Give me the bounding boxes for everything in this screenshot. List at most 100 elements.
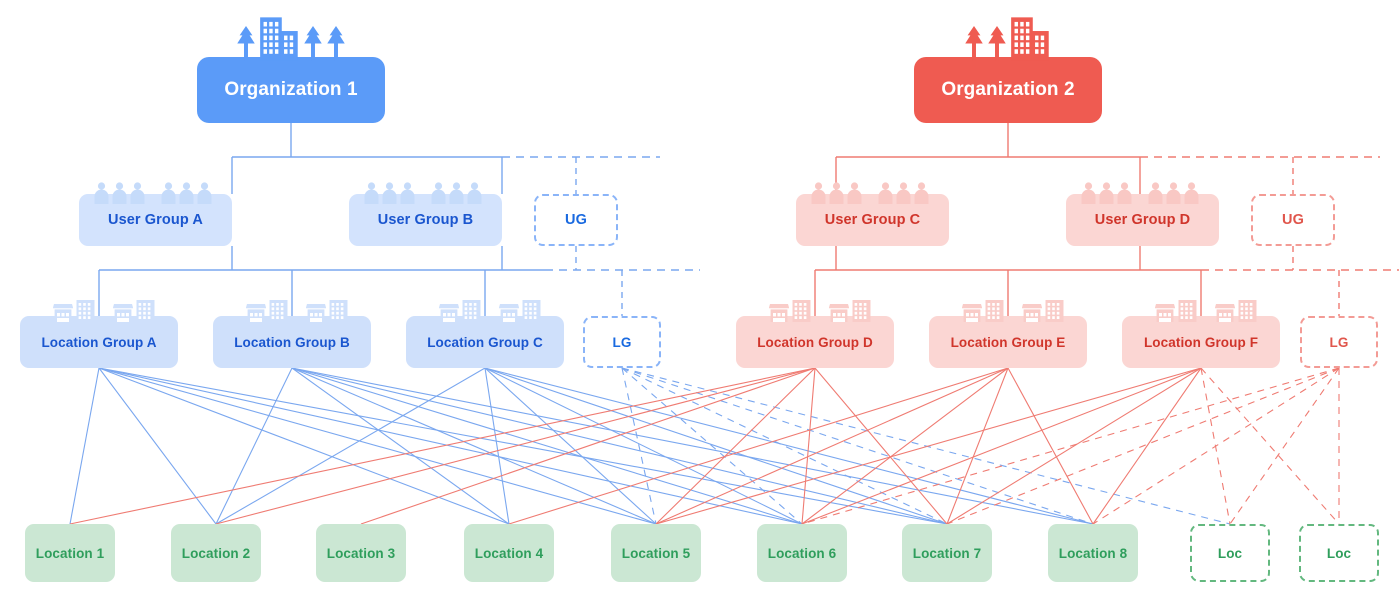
connector-line xyxy=(291,367,803,525)
shop-icon xyxy=(439,304,459,322)
person-icon xyxy=(130,182,144,204)
org-node-1[interactable]: Organization 1 xyxy=(197,57,385,123)
small-building-icon xyxy=(985,300,1004,322)
connector-line xyxy=(801,367,816,525)
user-group-ug-ghost-red[interactable]: UG xyxy=(1251,194,1335,246)
shop-icon xyxy=(1215,304,1235,322)
tree-icon xyxy=(303,26,322,61)
user-group-uga-people-icons xyxy=(94,172,212,204)
location-loc5[interactable]: Location 5 xyxy=(611,524,701,582)
location-loc2[interactable]: Location 2 xyxy=(171,524,261,582)
location-loc3[interactable]: Location 3 xyxy=(316,524,406,582)
connector-line xyxy=(946,367,1202,525)
connector-line xyxy=(215,367,293,525)
tree-icon xyxy=(965,26,983,61)
user-group-ugb-people-icons xyxy=(364,172,482,204)
location-group-lga[interactable]: Location Group A xyxy=(20,316,178,368)
user-group-ug-ghost-blue[interactable]: UG xyxy=(534,194,618,246)
location-group-lgc[interactable]: Location Group C xyxy=(406,316,564,368)
person-icon xyxy=(449,182,463,204)
connector-line xyxy=(1092,367,1202,525)
person-icon xyxy=(1166,182,1180,204)
connector-line xyxy=(814,367,948,525)
shop-icon xyxy=(962,304,982,322)
location-group-lgc-building-icons xyxy=(439,290,541,322)
location-group-lgb[interactable]: Location Group B xyxy=(213,316,371,368)
person-icon xyxy=(1099,182,1113,204)
connector-line xyxy=(484,367,1094,525)
location-group-lga-building-icons xyxy=(53,290,155,322)
connector-line xyxy=(1229,367,1340,525)
connector-line xyxy=(1200,367,1231,525)
connector-line xyxy=(98,367,217,525)
small-building-icon xyxy=(269,300,288,322)
connector-line xyxy=(621,367,1094,525)
location-loc6[interactable]: Location 6 xyxy=(757,524,847,582)
location-group-lgd-building-icons xyxy=(769,290,871,322)
building-icon xyxy=(259,17,298,61)
user-group-ugc-people-icons xyxy=(811,172,929,204)
connector-line xyxy=(801,367,1202,525)
org-node-2[interactable]: Organization 2 xyxy=(914,57,1102,123)
person-icon xyxy=(161,182,175,204)
location-group-lg-ghost-red[interactable]: LG xyxy=(1300,316,1378,368)
connector-line xyxy=(69,367,816,525)
connector-line xyxy=(484,367,657,525)
user-group-ugd-people-icons xyxy=(1081,172,1199,204)
connector-line xyxy=(484,367,803,525)
small-building-icon xyxy=(136,300,155,322)
location-loc7[interactable]: Location 7 xyxy=(902,524,992,582)
location-loc4[interactable]: Location 4 xyxy=(464,524,554,582)
connector-line xyxy=(69,367,100,525)
connector-line xyxy=(946,367,1340,525)
small-building-icon xyxy=(522,300,541,322)
small-building-icon xyxy=(76,300,95,322)
small-building-icon xyxy=(792,300,811,322)
location-group-lgd[interactable]: Location Group D xyxy=(736,316,894,368)
person-icon xyxy=(811,182,825,204)
location-group-lgf[interactable]: Location Group F xyxy=(1122,316,1280,368)
person-icon xyxy=(914,182,928,204)
connector-line xyxy=(946,367,1009,525)
connector-line xyxy=(801,367,1009,525)
connector-line xyxy=(98,367,803,525)
location-loc1[interactable]: Location 1 xyxy=(25,524,115,582)
tree-icon xyxy=(236,26,255,61)
small-building-icon xyxy=(462,300,481,322)
location-group-lgb-building-icons xyxy=(246,290,348,322)
shop-icon xyxy=(53,304,73,322)
org-1-icons xyxy=(236,17,346,61)
shop-icon xyxy=(306,304,326,322)
person-icon xyxy=(1081,182,1095,204)
person-icon xyxy=(94,182,108,204)
shop-icon xyxy=(113,304,133,322)
shop-icon xyxy=(1022,304,1042,322)
connector-line xyxy=(484,367,948,525)
location-group-lge[interactable]: Location Group E xyxy=(929,316,1087,368)
location-group-lgf-building-icons xyxy=(1155,290,1257,322)
location-loc-ghost-1[interactable]: Loc xyxy=(1190,524,1270,582)
connector-line xyxy=(1200,367,1340,525)
person-icon xyxy=(197,182,211,204)
org-2-icons xyxy=(964,17,1051,61)
person-icon xyxy=(431,182,445,204)
connector-line xyxy=(484,367,510,525)
person-icon xyxy=(179,182,193,204)
shop-icon xyxy=(499,304,519,322)
connector-line xyxy=(291,367,657,525)
connector-line xyxy=(215,367,816,525)
shop-icon xyxy=(829,304,849,322)
person-icon xyxy=(1184,182,1198,204)
connector-line xyxy=(1092,367,1340,525)
location-group-lg-ghost-blue[interactable]: LG xyxy=(583,316,661,368)
person-icon xyxy=(112,182,126,204)
connector-line xyxy=(98,367,948,525)
person-icon xyxy=(467,182,481,204)
small-building-icon xyxy=(1238,300,1257,322)
person-icon xyxy=(364,182,378,204)
location-loc-ghost-2[interactable]: Loc xyxy=(1299,524,1379,582)
small-building-icon xyxy=(852,300,871,322)
location-loc8[interactable]: Location 8 xyxy=(1048,524,1138,582)
person-icon xyxy=(847,182,861,204)
